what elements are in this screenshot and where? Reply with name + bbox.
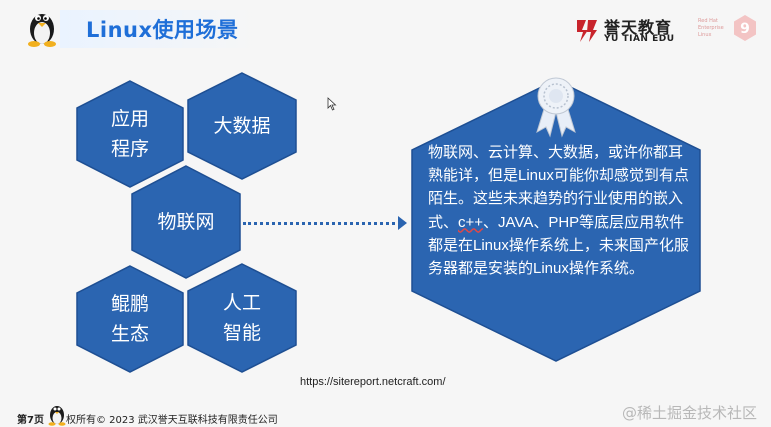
hex-iot: 物联网 xyxy=(130,165,242,279)
slide-header: Linux使用场景 誉天教育 YU TIAN EDU Red Hat Enter… xyxy=(0,0,771,58)
watermark-text: @稀土掘金技术社区 xyxy=(622,404,758,422)
brand-logo: 誉天教育 YU TIAN EDU xyxy=(574,14,714,48)
award-ribbon-icon xyxy=(536,77,576,138)
hex-app: 应用 程序 xyxy=(75,80,185,188)
footer-tux-icon xyxy=(48,406,66,426)
title-background xyxy=(60,10,260,48)
hex-shape xyxy=(76,80,184,188)
description-hexagon xyxy=(411,79,701,362)
brand-subtitle: YU TIAN EDU xyxy=(604,34,675,44)
tux-logo-icon xyxy=(28,14,56,47)
partner-logo: Red Hat Enterprise Linux xyxy=(698,16,730,46)
description-text: 物联网、云计算、大数据，或许你都耳熟能详，但是Linux可能你却感觉到有点陌生。… xyxy=(428,141,690,280)
description-cpp: c++ xyxy=(458,213,484,231)
brand-name: 誉天教育 xyxy=(604,18,673,37)
hex-shape xyxy=(187,263,297,373)
svg-text:9: 9 xyxy=(740,21,750,37)
hex-shape xyxy=(187,72,297,180)
hex-label-ai: 人工 智能 xyxy=(222,292,261,344)
hex-label-bigdata: 大数据 xyxy=(213,115,271,137)
hex-label-iot: 物联网 xyxy=(157,211,215,233)
partner-logo-text: Red Hat Enterprise Linux xyxy=(698,18,724,38)
dotted-connector xyxy=(243,222,401,225)
hex-bigdata: 大数据 xyxy=(186,72,298,180)
brand-mark-icon xyxy=(577,20,597,42)
hex-shape xyxy=(131,165,241,279)
hex-label-app: 应用 程序 xyxy=(110,108,149,160)
page-number: 第7页 xyxy=(17,415,44,426)
copyright-text: 权所有© 2023 武汉誉天互联科技有限责任公司 xyxy=(66,415,278,426)
arrowhead-icon xyxy=(398,216,407,230)
description-part2: 、JAVA、PHP等底层应用软件都是在Linux操作系统上，未来国产化服务器都是… xyxy=(428,213,689,278)
hex-label-kunpeng: 鲲鹏 生态 xyxy=(110,293,149,345)
url-text: https://sitereport.netcraft.com/ xyxy=(300,376,446,388)
page-title: Linux使用场景 xyxy=(86,18,239,42)
nine-logo-icon: 9 xyxy=(734,15,756,41)
slide-footer: 第7页 权所有© 2023 武汉誉天互联科技有限责任公司 xyxy=(0,398,771,427)
description-part1: 物联网、云计算、大数据，或许你都耳熟能详，但是Linux可能你却感觉到有点陌生。… xyxy=(428,144,689,231)
hex-kunpeng: 鲲鹏 生态 xyxy=(75,265,185,373)
hex-ai: 人工 智能 xyxy=(186,263,298,373)
mouse-cursor-icon xyxy=(327,97,337,111)
hex-shape xyxy=(76,265,184,373)
